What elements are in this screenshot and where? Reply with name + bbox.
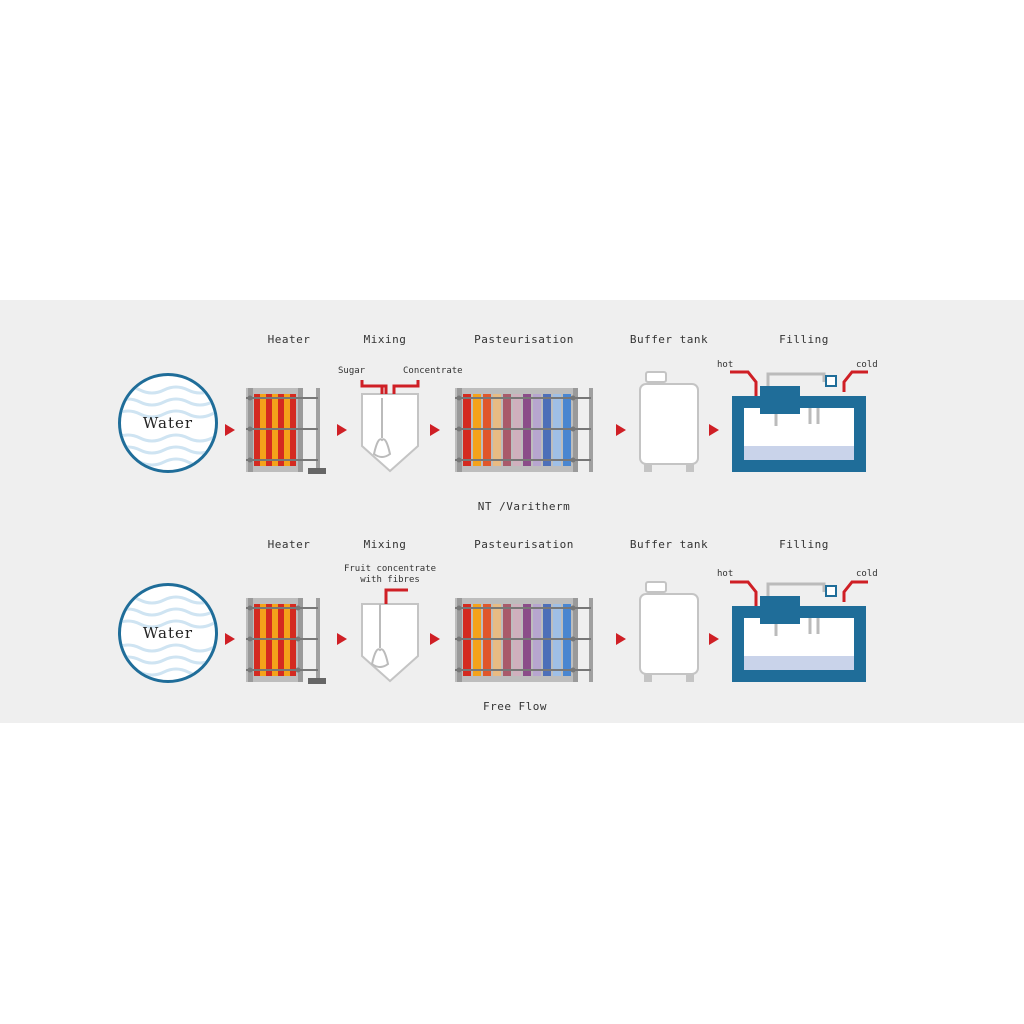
mixing-tank (361, 588, 419, 683)
water-waves-icon (121, 385, 215, 467)
flow-arrow (430, 633, 440, 645)
stage-label-mixing: Mixing (363, 333, 407, 346)
stage-label-mixing: Mixing (363, 538, 407, 551)
heater-plate-exchanger (246, 598, 326, 684)
filling-input-hot: hot (717, 360, 734, 370)
filling-input-hot: hot (717, 569, 734, 579)
flow-arrow (337, 633, 347, 645)
mixing-input-with-fibres: with fibres (360, 575, 420, 585)
mixing-input-concentrate: Concentrate (403, 366, 463, 376)
water-label: Water (142, 414, 194, 432)
mixing-input-fruit-concentrate: Fruit concentrate (343, 564, 437, 574)
mixing-input-sugar: Sugar (338, 366, 366, 376)
water-waves-icon (121, 595, 215, 677)
flow-arrow (225, 424, 235, 436)
filling-input-cold: cold (856, 569, 878, 579)
flow-arrow (616, 633, 626, 645)
flow-arrow (709, 633, 719, 645)
flow-arrow (337, 424, 347, 436)
water-source: Water (118, 373, 218, 473)
stage-label-heater: Heater (267, 538, 311, 551)
water-label: Water (142, 624, 194, 642)
filling-machine (730, 580, 868, 682)
stage-label-heater: Heater (267, 333, 311, 346)
flow-arrow (616, 424, 626, 436)
mixing-tank (360, 380, 420, 473)
pasteurisation-plate-exchanger (455, 598, 593, 682)
water-source: Water (118, 583, 218, 683)
stage-label-filling: Filling (779, 538, 829, 551)
stage-label-buffer-tank: Buffer tank (629, 538, 709, 551)
flow-arrow (709, 424, 719, 436)
buffer-tank (639, 371, 699, 472)
stage-label-filling: Filling (779, 333, 829, 346)
buffer-tank (639, 581, 699, 682)
pasteurisation-plate-exchanger (455, 388, 593, 472)
row-caption: NT /Varitherm (477, 500, 571, 513)
row-caption: Free Flow (482, 700, 548, 713)
stage-label-buffer-tank: Buffer tank (629, 333, 709, 346)
stage-label-pasteurisation: Pasteurisation (474, 333, 574, 346)
flow-arrow (430, 424, 440, 436)
filling-input-cold: cold (856, 360, 878, 370)
stage-label-pasteurisation: Pasteurisation (474, 538, 574, 551)
flow-arrow (225, 633, 235, 645)
filling-machine (730, 370, 868, 472)
heater-plate-exchanger (246, 388, 326, 474)
